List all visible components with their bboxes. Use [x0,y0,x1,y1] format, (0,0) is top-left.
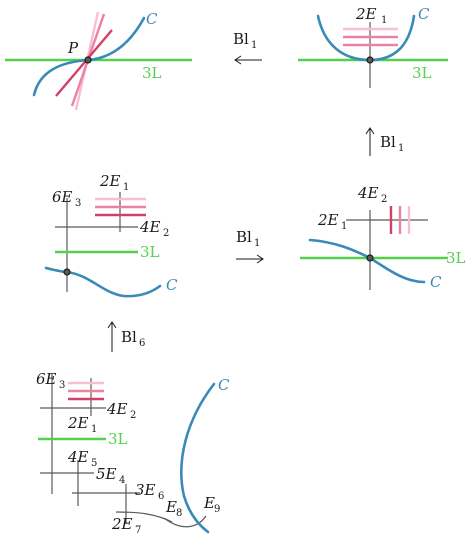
label-C: C [418,5,430,23]
exceptional-curve-E9 [163,515,207,528]
tangent-line-dark [55,29,113,97]
curve-C [180,382,216,534]
label-P: P [67,39,79,57]
arrow-label: Bl [233,30,249,48]
panel-blowup-1: 2E 1 C 3L [298,5,448,88]
label-2E1-sub: 1 [341,221,347,232]
arrow-bl1-up: Bl 1 [365,127,404,156]
arrow-bl1-right: Bl 1 [236,228,264,264]
label-2E7: 2E [111,515,133,533]
arrow-label-sub: 1 [398,143,404,154]
panel-blowup-4: 6E 3 4E 2 2E 1 3L 4E 5 5E 4 3E 6 2E 7 E … [36,370,230,536]
label-3L: 3L [412,64,432,82]
panel-blowup-3: 6E 3 2E 1 4E 2 3L C [44,172,178,298]
arrow-label: Bl [236,228,252,246]
arrow-label: Bl [380,133,396,151]
arrow-label-sub: 1 [251,40,257,51]
arrow-label: Bl [121,328,137,346]
panel-original: P C 3L [5,10,192,111]
label-4E2: 4E [106,400,128,418]
label-C: C [430,273,442,291]
label-2E1: 2E [99,172,121,190]
label-2E1-sub: 1 [123,182,129,193]
label-6E3-sub: 3 [75,198,81,209]
label-3L: 3L [142,64,162,82]
label-E9-sub: 9 [214,504,220,515]
label-3E6-sub: 6 [158,491,164,502]
arrow-bl1-left: Bl 1 [233,30,262,65]
point-P [84,56,92,64]
label-5E4: 5E [96,465,117,483]
label-6E3: 6E [36,370,57,388]
label-4E2-sub: 2 [130,410,136,421]
label-2E1: 2E [355,5,377,23]
arrow-label-sub: 1 [254,238,260,249]
label-3L: 3L [108,430,128,448]
label-5E4-sub: 4 [119,475,125,486]
label-E8: E [165,498,177,516]
label-3E6: 3E [135,481,156,499]
label-4E2: 4E [357,184,379,202]
label-3L: 3L [446,249,466,267]
arrow-bl6-up: Bl 6 [107,321,145,352]
label-6E3-sub: 3 [59,380,65,391]
label-3L: 3L [140,243,160,261]
label-4E2-sub: 2 [163,228,169,239]
point [366,56,374,64]
label-E9: E [203,494,215,512]
label-4E5: 4E [67,448,89,466]
label-2E1-sub: 1 [91,424,97,435]
label-2E1: 2E [317,211,339,229]
label-2E1-sub: 1 [381,15,387,26]
arrow-label-sub: 6 [139,338,145,349]
label-4E5-sub: 5 [91,458,97,469]
label-4E2-sub: 2 [381,194,387,205]
label-2E7-sub: 7 [135,525,141,536]
point [366,254,374,262]
label-E8-sub: 8 [176,508,182,519]
label-4E2: 4E [139,218,161,236]
label-6E3: 6E [52,188,73,206]
label-C: C [218,376,230,394]
label-2E1: 2E [67,414,89,432]
point [63,268,71,276]
curve-C [44,266,162,298]
panel-blowup-2: 4E 2 2E 1 C 3L [300,184,466,291]
curve-C [308,238,426,284]
label-C: C [166,276,178,294]
label-C: C [146,10,158,28]
